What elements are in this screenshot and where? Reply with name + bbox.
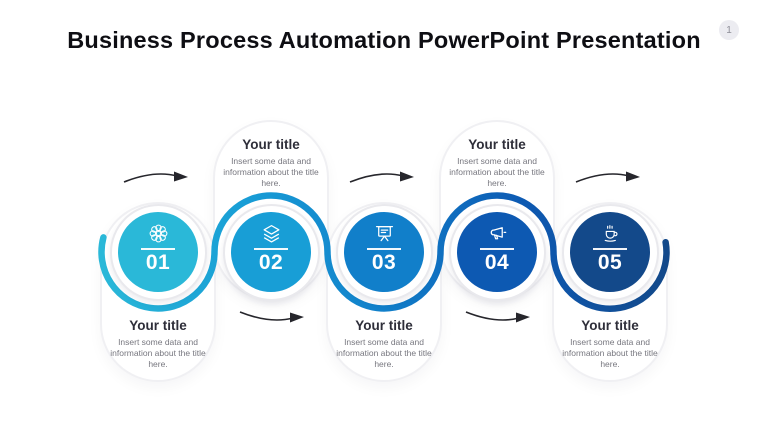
step-description: Insert some data and information about t… xyxy=(223,156,319,189)
step-circle-2: 02 xyxy=(222,203,320,301)
curved-arrow-icon xyxy=(575,171,640,183)
step-title: Your title xyxy=(581,318,639,333)
step-circle-4: 04 xyxy=(448,203,546,301)
step-circle-5: 05 xyxy=(561,203,659,301)
curved-arrow-icon xyxy=(239,311,304,323)
step-title: Your title xyxy=(129,318,187,333)
slide-title: Business Process Automation PowerPoint P… xyxy=(67,27,701,53)
divider xyxy=(254,248,288,250)
step-number: 04 xyxy=(484,251,510,274)
curved-arrow-icon xyxy=(465,311,530,323)
curved-arrow-icon xyxy=(123,171,188,183)
step-circle-3: 03 xyxy=(335,203,433,301)
step-title: Your title xyxy=(242,137,300,152)
step-description: Insert some data and information about t… xyxy=(449,156,545,189)
divider xyxy=(367,248,401,250)
step-number: 01 xyxy=(145,251,171,274)
divider xyxy=(480,248,514,250)
step-circle-1: 01 xyxy=(109,203,207,301)
coffee-cup-icon xyxy=(604,225,617,242)
curved-arrow-icon xyxy=(349,171,414,183)
step-title: Your title xyxy=(468,137,526,152)
automation-flower-icon xyxy=(149,224,167,243)
step-description: Insert some data and information about t… xyxy=(110,337,206,370)
layers-icon xyxy=(263,224,279,243)
divider xyxy=(593,248,627,250)
divider xyxy=(141,248,175,250)
step-description: Insert some data and information about t… xyxy=(562,337,658,370)
step-number: 03 xyxy=(371,251,397,274)
step-number: 02 xyxy=(258,251,284,274)
step-number: 05 xyxy=(597,251,623,274)
step-title: Your title xyxy=(355,318,413,333)
step-description: Insert some data and information about t… xyxy=(336,337,432,370)
slide-number-badge: 1 xyxy=(719,20,739,40)
megaphone-icon xyxy=(490,227,506,240)
presentation-board-icon xyxy=(375,226,393,242)
